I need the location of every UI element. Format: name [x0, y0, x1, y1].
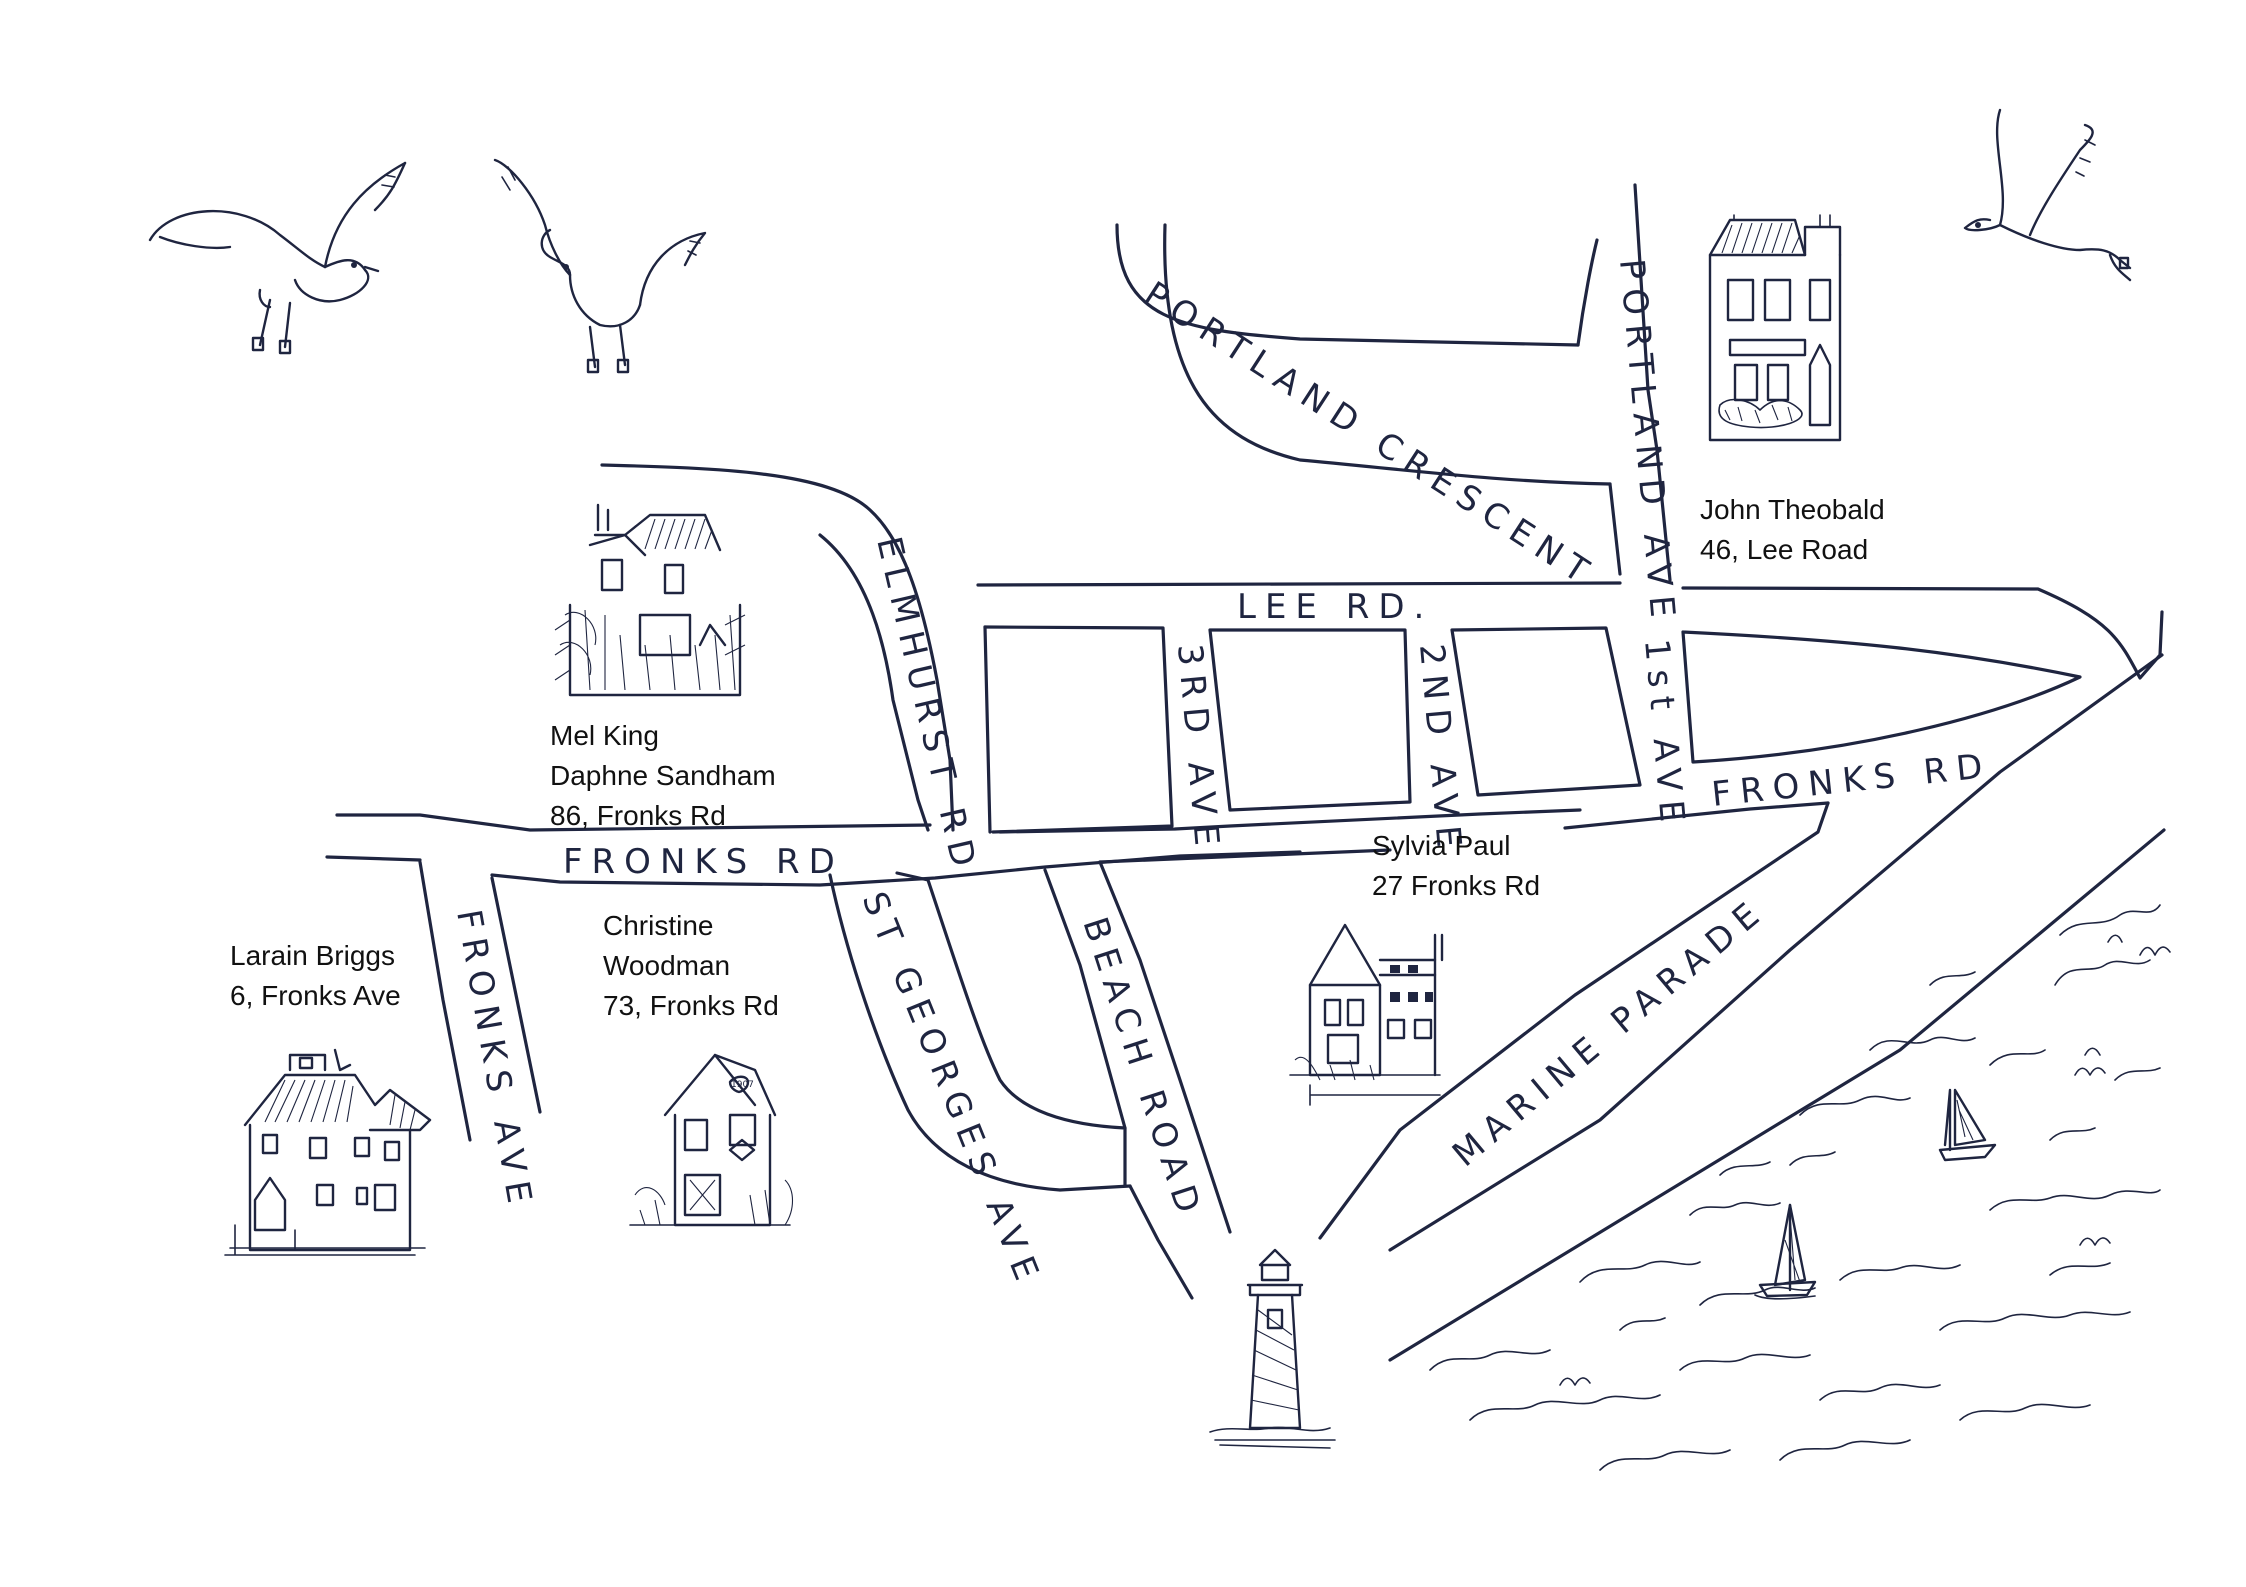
label-fronks-ave: FRONKS AVE [448, 907, 541, 1215]
sea [1429, 904, 2171, 1471]
resident-address: 73, Fronks Rd [603, 990, 779, 1021]
resident-name: Christine [603, 910, 714, 941]
resident-name: Daphne Sandham [550, 760, 776, 791]
house-icon [224, 1048, 432, 1256]
seagull-icon [148, 161, 407, 355]
resident-label-larain-briggs: Larain Briggs 6, Fronks Ave [230, 936, 401, 1016]
label-portland-ave: PORTLAND AVE [1611, 257, 1683, 628]
road-network [325, 183, 2166, 1362]
sailboat-icon [1754, 1203, 1817, 1300]
label-portland-crescent: PORTLAND CRESCENT [1137, 274, 1603, 596]
label-fronks-rd-west: FRONKS RD [563, 842, 844, 882]
resident-name: Woodman [603, 950, 731, 981]
resident-address: 86, Fronks Rd [550, 800, 726, 831]
resident-name: Sylvia Paul [1372, 830, 1511, 861]
house-icon [1289, 923, 1444, 1106]
seagull-icon [1559, 934, 2171, 1386]
resident-label-sylvia-paul: Sylvia Paul 27 Fronks Rd [1372, 826, 1540, 906]
resident-name: Larain Briggs [230, 940, 395, 971]
seagull-icon [1963, 108, 2132, 282]
house-icon [1708, 214, 1842, 442]
label-lee-rd: LEE RD. [1237, 587, 1433, 627]
resident-label-mel-king-daphne-sandham: Mel King Daphne Sandham 86, Fronks Rd [550, 716, 776, 836]
wave-icon [1429, 904, 2161, 1471]
resident-name: Mel King [550, 720, 659, 751]
label-beach-road: BEACH ROAD [1074, 912, 1210, 1226]
resident-label-john-theobald: John Theobald 46, Lee Road [1700, 490, 1885, 570]
resident-address: 46, Lee Road [1700, 534, 1869, 565]
resident-label-christine-woodman: Christine Woodman 73, Fronks Rd [603, 906, 779, 1026]
lighthouse-icon [1209, 1248, 1336, 1449]
sailboat-icon [1938, 1088, 1997, 1162]
label-marine-parade: MARINE PARADE [1445, 890, 1774, 1175]
house-icon: 1907 [629, 1053, 794, 1227]
label-3rd-ave: 3RD AVE [1169, 642, 1227, 856]
house-plaque: 1907 [731, 1080, 754, 1090]
house-icon [554, 503, 746, 697]
resident-name: John Theobald [1700, 494, 1885, 525]
resident-address: 6, Fronks Ave [230, 980, 401, 1011]
resident-address: 27 Fronks Rd [1372, 870, 1541, 901]
seagull-icon [493, 158, 707, 374]
